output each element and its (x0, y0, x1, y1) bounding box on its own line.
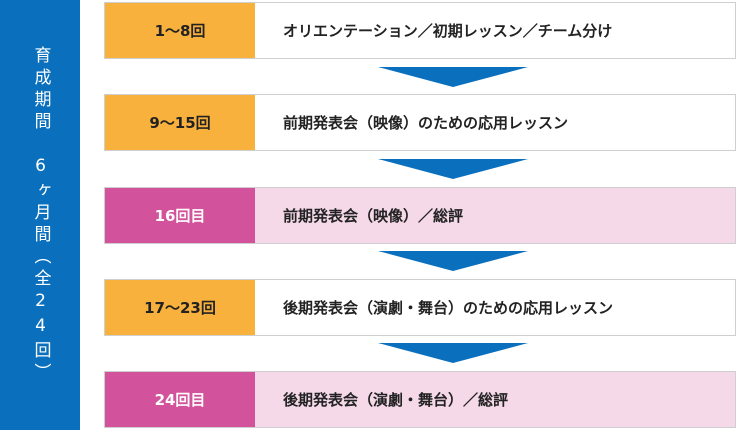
step-4-desc: 後期発表会（演劇・舞台）のための応用レッスン (283, 299, 614, 317)
step-5-label: 24回目 (105, 372, 255, 427)
flow-step-3: 16回目 前期発表会（映像）／総評 (104, 187, 736, 244)
step-2-desc: 前期発表会（映像）のための応用レッスン (283, 114, 569, 132)
step-4-label: 17〜23回 (105, 280, 255, 335)
flow-step-4: 17〜23回 後期発表会（演劇・舞台）のための応用レッスン (104, 279, 736, 336)
down-arrow-icon (378, 159, 528, 179)
down-arrow-icon (378, 343, 528, 363)
flow-step-2: 9〜15回 前期発表会（映像）のための応用レッスン (104, 94, 736, 151)
side-period-bar: 育成期間 6ヶ月間（全24回） (0, 0, 80, 430)
step-2-label: 9〜15回 (105, 95, 255, 150)
step-3-label: 16回目 (105, 188, 255, 243)
step-5-desc: 後期発表会（演劇・舞台）／総評 (283, 391, 509, 409)
down-arrow-icon (378, 251, 528, 271)
flow-step-5: 24回目 後期発表会（演劇・舞台）／総評 (104, 371, 736, 428)
step-1-desc: オリエンテーション／初期レッスン／チーム分け (283, 22, 613, 40)
down-arrow-icon (378, 67, 528, 87)
step-3-desc: 前期発表会（映像）／総評 (283, 207, 464, 225)
flow-step-1: 1〜8回 オリエンテーション／初期レッスン／チーム分け (104, 2, 736, 59)
side-period-label: 育成期間 6ヶ月間（全24回） (30, 45, 51, 385)
step-1-label: 1〜8回 (105, 3, 255, 58)
